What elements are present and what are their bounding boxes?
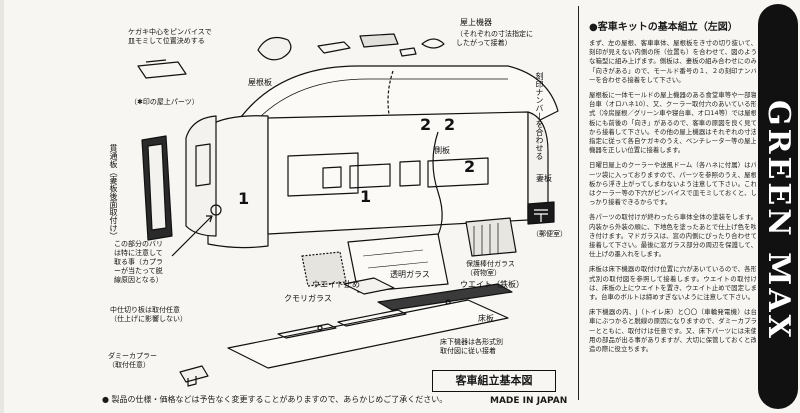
frosted-glass-icon — [301, 251, 347, 287]
instructions-paragraph: 屋根板に一体モールドの屋上機器のある食堂車等や一部寝台車（オロハネ10）、又、ク… — [589, 91, 757, 155]
part-number-1a: 1 — [238, 189, 250, 208]
side-plate-label: 側板 — [434, 146, 450, 155]
floor-plate-label: 床板 — [478, 314, 494, 323]
roof-equipment-label: 屋上機器 — [460, 18, 492, 27]
assembly-diagram: ケガキ中心をピンバイスで 皿モミして位置決めする （✱印の屋上パーツ） 屋上機器… — [88, 6, 579, 400]
part-number-2c: 2 — [464, 157, 476, 176]
part-number-1b: 1 — [360, 187, 372, 206]
instructions-paragraph: まず、左の屋根、客車車体、屋根板をき寸の切り抜いて、刻印が見えない内側の所（位置… — [589, 39, 757, 84]
protective-glass-label: 保護棒付ガラス （荷物室） — [466, 260, 515, 277]
gangway-label: 貫通板（妻板後面取付け） — [109, 144, 118, 240]
roof-parts-icon — [257, 33, 445, 61]
clear-glass-label: 透明ガラス — [390, 270, 430, 279]
protective-glass-icon — [465, 217, 517, 257]
weight-label: ウエイト（鉄板） — [460, 280, 524, 289]
weight-stop-label: ウエイト止め — [312, 280, 360, 289]
underfloor-note: 床下機器は各形式別 取付図に従い接着 — [440, 338, 503, 355]
instructions-panel: ●客車キットの基本組立（左図） まず、左の屋根、客車車体、屋根板をき寸の切り抜い… — [589, 18, 757, 360]
burr-caution-note: この部分のバリ は特に注意して 取る事（カプラ ーが当たって脱 線原因となる） — [114, 240, 163, 284]
instructions-paragraph: 各パーツの取付けが終わったら車体全体の塗装をします。内装から外装の順に、下地色を… — [589, 213, 757, 259]
coach-exploded-view — [137, 33, 559, 387]
pin-vise-note: ケガキ中心をピンバイスで 皿モミして位置決めする — [128, 28, 212, 45]
instruction-sheet: ケガキ中心をピンバイスで 皿モミして位置決めする （✱印の屋上パーツ） 屋上機器… — [4, 0, 800, 413]
floor-plate-icon — [227, 299, 509, 369]
car-body-icon — [185, 111, 549, 249]
end-plate-label: 妻板 — [536, 174, 552, 183]
footnote: ● 製品の仕様・価格などは予告なく変更することがありますので、あらかじめご了承く… — [102, 395, 448, 404]
brand-name: GREEN MAX — [761, 100, 796, 341]
weight-stop-icon — [343, 277, 395, 295]
instructions-paragraph: 床板は床下機器の取付け位置に穴があいているので、各形式別の取付図を参照して接着し… — [589, 265, 757, 302]
frosted-glass-label: クモリガラス — [284, 294, 332, 303]
brand-band: GREEN MAX — [756, 0, 800, 413]
dummy-coupler-icon — [179, 365, 209, 383]
brand-logo: GREEN MAX — [758, 4, 798, 409]
weight-icon — [377, 283, 513, 311]
engraved-number-label: 刻印ナンバーを合わせる — [535, 72, 544, 160]
instructions-heading: ●客車キットの基本組立（左図） — [589, 22, 738, 33]
clear-glass-icon — [347, 233, 449, 293]
roof-part-sample-icon — [137, 61, 187, 79]
made-in-label: MADE IN JAPAN — [490, 396, 568, 406]
roof-plate-label: 屋根板 — [248, 78, 272, 87]
dummy-coupler-label: ダミーカプラー （取付任意） — [108, 352, 157, 369]
part-number-2b: 2 — [444, 115, 456, 134]
instructions-paragraph: 床下機器の内、J（トイレ床）と〇〇（車輪発電機）は台車にぶつかると脱線の原因にな… — [589, 308, 757, 354]
roof-equipment-note: （それぞれの寸法指定に したがって接着） — [456, 30, 533, 47]
gangway-door-icon — [141, 135, 173, 241]
luggage-room-label: （郵便室） — [532, 230, 567, 238]
instructions-paragraph: 日曜日屋上のクーラーや送風ドーム（各ハネに付属）はパーツ袋に入っておりますので、… — [589, 161, 757, 207]
postal-mark-icon — [527, 201, 555, 225]
roof-parts-note: （✱印の屋上パーツ） — [130, 98, 199, 106]
middle-sill-note: 中仕切り板は取付任意 （仕上げに影響しない） — [110, 306, 187, 323]
diagram-title: 客車組立基本図 — [432, 370, 556, 392]
part-number-2a: 2 — [420, 115, 432, 134]
